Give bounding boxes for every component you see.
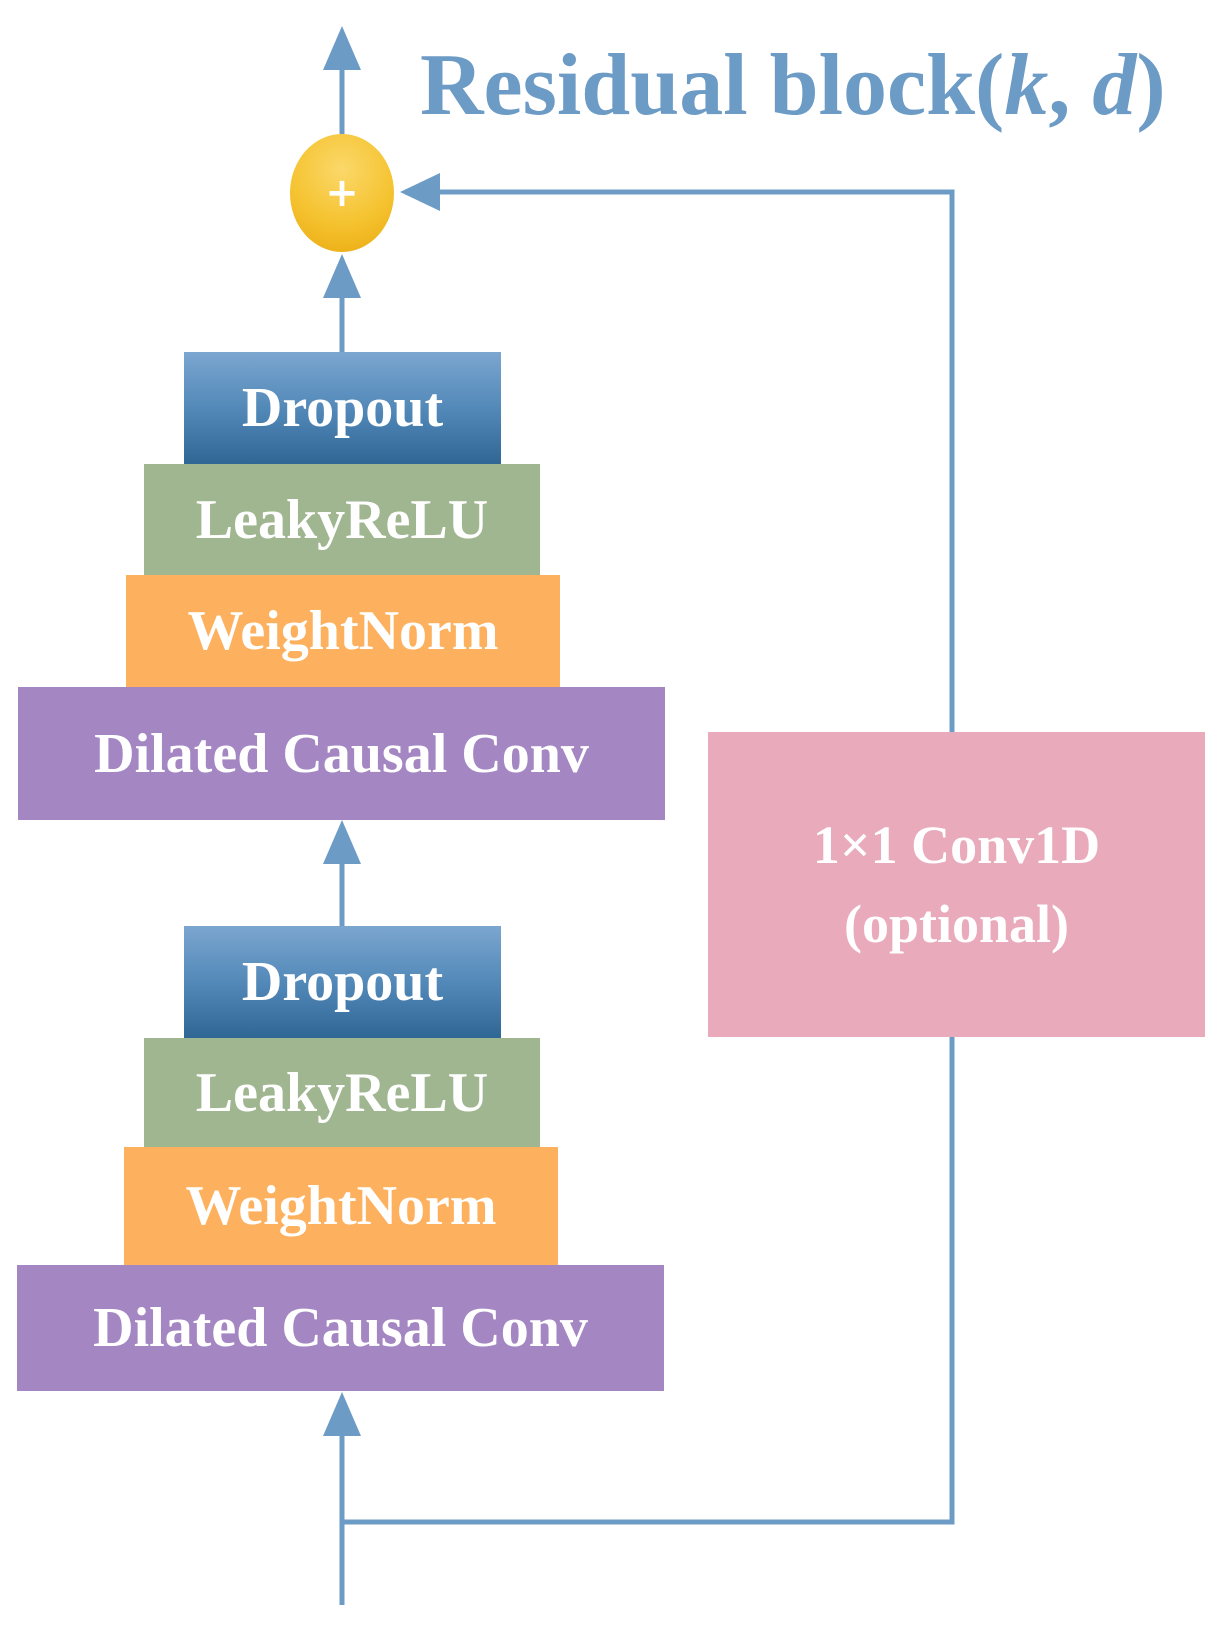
lower-dropout-block: Dropout [184, 926, 501, 1038]
title-d: d [1092, 37, 1137, 134]
middle-arrowhead [323, 820, 361, 864]
skip-line-bottom [342, 1037, 955, 1525]
upper-dropout-block: Dropout [184, 352, 501, 464]
output-arrowhead [323, 26, 361, 70]
lower-leakyrelu-label: LeakyReLU [195, 1061, 489, 1124]
upper-dropout-label: Dropout [241, 377, 444, 439]
upper-weightnorm-block: WeightNorm [126, 575, 560, 687]
title-main: Residual block( [420, 37, 1005, 134]
plus-icon: + [325, 170, 359, 216]
input-arrowhead [323, 1392, 361, 1436]
skip-arrowhead [400, 173, 440, 211]
lower-dilated-conv-label: Dilated Causal Conv [93, 1297, 588, 1359]
diagram-title: Residual block(k, d) [420, 42, 1166, 130]
skip-conv1d-line1: 1×1 Conv1D [812, 815, 1101, 876]
lower-leakyrelu-block: LeakyReLU [144, 1038, 540, 1147]
skip-conv1d-block: 1×1 Conv1D (optional) [708, 732, 1205, 1037]
upper-dilated-conv-block: Dilated Causal Conv [18, 687, 665, 820]
lower-weightnorm-block: WeightNorm [124, 1147, 558, 1265]
upper-weightnorm-label: WeightNorm [187, 600, 499, 662]
upper-dilated-conv-label: Dilated Causal Conv [94, 722, 589, 785]
lower-weightnorm-label: WeightNorm [185, 1175, 497, 1237]
upper-to-add-arrowhead [323, 254, 361, 298]
skip-conv1d-line2: (optional) [843, 893, 1070, 954]
title-sep: , [1048, 37, 1093, 134]
lower-dropout-label: Dropout [241, 951, 444, 1013]
upper-leakyrelu-block: LeakyReLU [144, 464, 540, 575]
upper-leakyrelu-label: LeakyReLU [195, 488, 489, 551]
skip-line-top [440, 189, 955, 732]
title-close: ) [1136, 37, 1166, 134]
lower-dilated-conv-block: Dilated Causal Conv [17, 1265, 664, 1391]
title-k: k [1004, 37, 1049, 134]
add-node: + [290, 134, 394, 252]
